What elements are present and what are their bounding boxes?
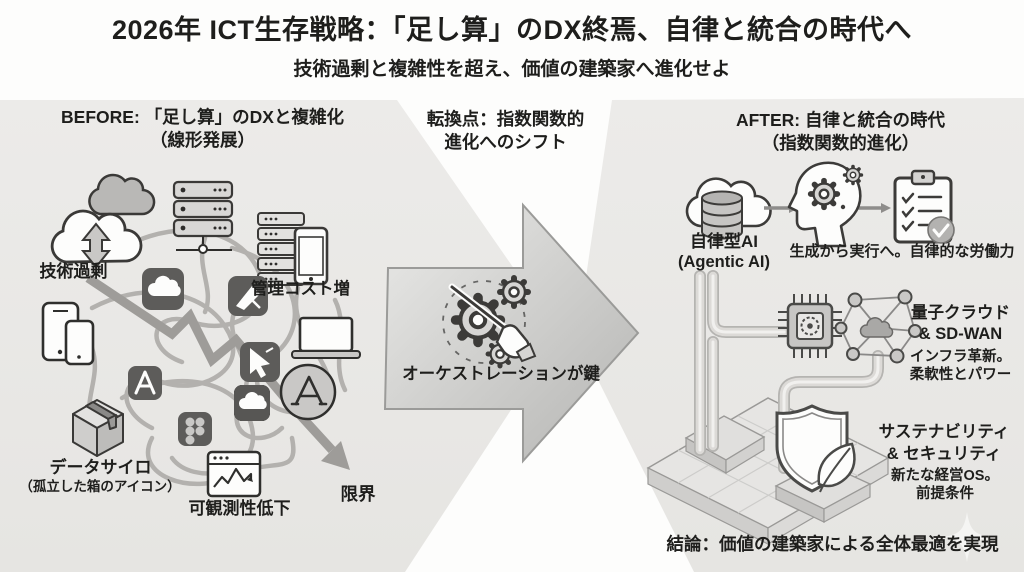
- cloud-overload-icon: [50, 173, 156, 269]
- sustainability-caption-line1: 新たな経営OS。: [891, 468, 999, 484]
- data-silo-label: データサイロ: [49, 458, 152, 477]
- sustainability-label-line1: サステナビリティ: [878, 423, 1010, 441]
- laptop-icon: [291, 316, 361, 359]
- conclusion-label: 結論：価値の建築家による全体最適を実現: [666, 534, 999, 554]
- app-cloud-icon: [142, 268, 184, 310]
- server-stack-phone-icon: [257, 212, 329, 286]
- shield-leaf-icon: [775, 404, 856, 493]
- data-silo-sublabel: （孤立した箱のアイコン）: [19, 479, 181, 494]
- quantum-label-line1: 量子クラウド: [911, 304, 1010, 322]
- before-heading-line1: BEFORE: 「足し算」のDXと複雑化: [61, 107, 344, 127]
- box-icon: [72, 399, 124, 457]
- agentic-cloud-db-icon: [685, 177, 772, 240]
- app-pen-icon: [228, 276, 268, 316]
- orchestration-icon: [442, 278, 537, 366]
- task-clipboard-icon: [893, 169, 955, 244]
- page-subtitle: 技術過剰と複雑性を超え、価値の建築家へ進化せよ: [293, 59, 731, 80]
- appstore-icon: [279, 363, 337, 421]
- quantum-caption-line1: インフラ革新。: [909, 349, 1012, 365]
- app-cursor-icon: [240, 342, 280, 382]
- after-heading-line2: （指数関数的進化）: [761, 133, 920, 153]
- ai-head-icon: [787, 161, 864, 248]
- tech-excess-label: 技術過剰: [39, 262, 108, 281]
- app-cloud2-icon: [234, 385, 270, 421]
- page-title: 2026年 ICT生存戦略：「足し算」のDX終焉、自律と統合の時代へ: [111, 15, 913, 45]
- observability-chart-icon: [206, 450, 262, 498]
- before-heading-line2: （線形発展）: [150, 130, 255, 150]
- pipes: [694, 270, 884, 474]
- quantum-label-line2: & SD-WAN: [918, 325, 1003, 343]
- management-cost-label: 管理コスト増: [251, 280, 350, 298]
- transition-heading-line1: 転換点：指数関数的: [426, 109, 585, 129]
- after-heading-line1: AFTER: 自律と統合の時代: [735, 110, 946, 130]
- before-panel: [0, 100, 560, 572]
- orchestration-caption: オーケストレーションが鍵: [402, 365, 600, 383]
- sdwan-network-icon: [834, 289, 922, 364]
- transition-heading-line2: 進化へのシフト: [444, 132, 567, 152]
- sustainability-label-line2: & セキュリティ: [886, 445, 1002, 463]
- limit-label: 限界: [340, 484, 376, 504]
- agentic-ai-label-line2: (Agentic AI): [678, 253, 770, 271]
- app-a-icon: [128, 366, 162, 400]
- quantum-caption-line2: 柔軟性とパワー: [909, 367, 1012, 383]
- quantum-chip-icon: [778, 294, 842, 358]
- agentic-ai-caption: 生成から実行へ。自律的な労働力: [789, 243, 1015, 260]
- app-figma-icon: [178, 412, 212, 446]
- agentic-ai-label-line1: 自律型AI: [690, 232, 758, 251]
- diagram-artwork: [0, 98, 1024, 572]
- sparkle-icon: [944, 512, 990, 562]
- sustainability-caption-line2: 前提条件: [916, 486, 974, 502]
- observability-label: 可観測性低下: [188, 499, 291, 518]
- server-rack-icon: [172, 180, 234, 254]
- smartphones-icon: [41, 301, 95, 366]
